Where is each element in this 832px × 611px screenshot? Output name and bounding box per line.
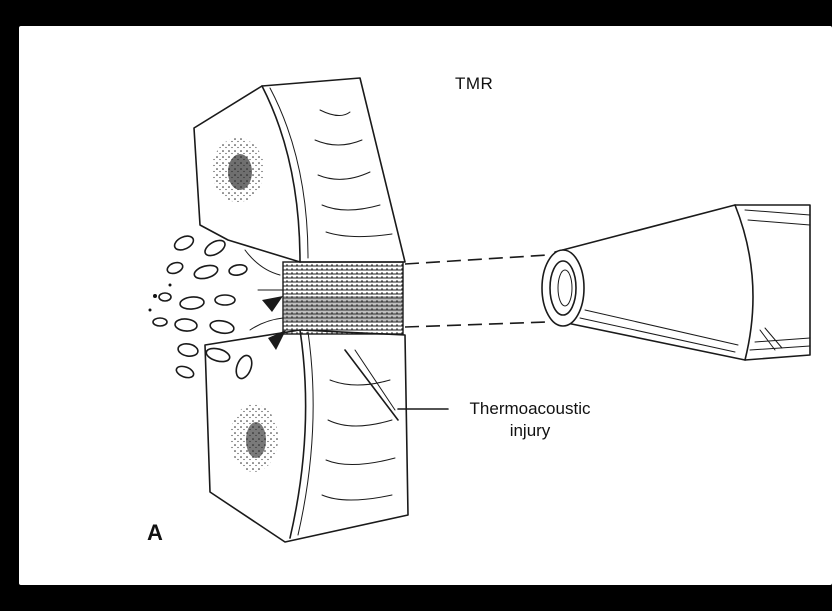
annotation-label: Thermoacoustic injury: [440, 398, 620, 442]
lower-tissue-block: [205, 330, 408, 542]
laser-beam: [405, 255, 548, 327]
laser-channel: [283, 262, 403, 334]
figure-title: TMR: [455, 74, 493, 94]
annotation-line-1: Thermoacoustic: [440, 398, 620, 420]
upper-tissue-block: [194, 78, 405, 262]
annotation-line-2: injury: [440, 420, 620, 442]
laser-handpiece: [542, 205, 810, 360]
panel-letter: A: [147, 520, 163, 546]
